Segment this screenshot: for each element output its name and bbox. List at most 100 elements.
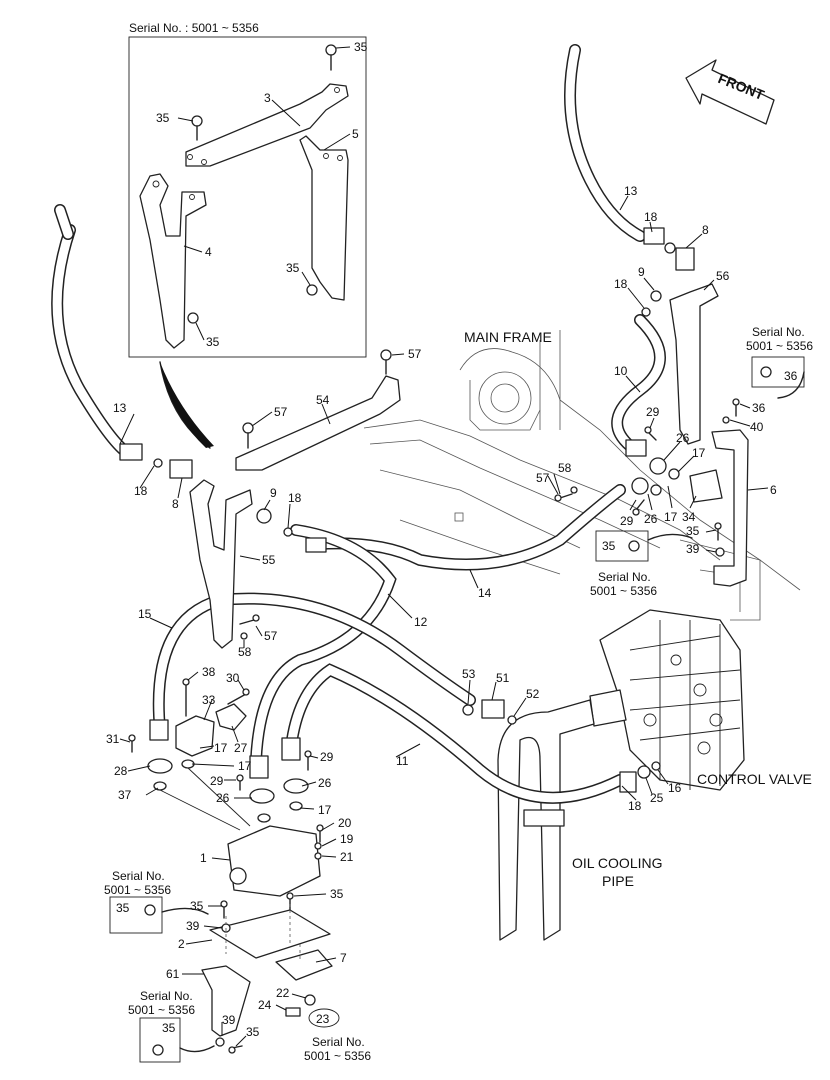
hose-13-left xyxy=(51,224,132,458)
callout-29: 29 xyxy=(620,514,634,528)
hose-11-end xyxy=(281,737,301,761)
oil-cooling-pipe xyxy=(497,699,595,941)
svg-text:35: 35 xyxy=(162,1021,176,1035)
svg-text:5001 ~ 5356: 5001 ~ 5356 xyxy=(304,1049,371,1063)
svg-text:36: 36 xyxy=(784,369,798,383)
callout-25: 25 xyxy=(650,791,664,805)
callout-4: 4 xyxy=(205,245,212,259)
flange-27 xyxy=(215,703,247,731)
callout-38: 38 xyxy=(202,665,216,679)
inset-pointer-arrow-fill xyxy=(160,362,214,448)
callout-18: 18 xyxy=(644,210,658,224)
bolt-35 xyxy=(306,284,318,296)
callout-29: 29 xyxy=(646,405,660,419)
serial-box-23: 23 Serial No. 5001 ~ 5356 xyxy=(304,1008,371,1063)
flange-26 xyxy=(649,457,667,475)
oring-18 xyxy=(664,242,676,254)
flange-28 xyxy=(147,758,173,774)
callout-26: 26 xyxy=(318,776,332,790)
serial-inset: Serial No. : 5001 ~ 5356 35 3 35 5 4 35 xyxy=(128,21,368,358)
front-arrow: FRONT xyxy=(685,59,775,125)
callout-28: 28 xyxy=(114,764,128,778)
adapter-51 xyxy=(481,699,505,719)
callout-56: 56 xyxy=(716,269,730,283)
hose-14-end xyxy=(305,537,327,553)
fitting-9 xyxy=(256,508,272,524)
bolt-35 xyxy=(325,44,337,71)
callout-17: 17 xyxy=(214,741,228,755)
callout-35: 35 xyxy=(686,524,700,538)
callout-35: 35 xyxy=(246,1025,260,1039)
callout-61: 61 xyxy=(166,967,180,981)
washer-40 xyxy=(722,416,730,424)
main-frame-label: MAIN FRAME xyxy=(464,329,552,345)
fitting-13-right-end xyxy=(643,227,665,245)
bolt-24 xyxy=(285,1007,301,1017)
callout-34: 34 xyxy=(682,510,696,524)
valve-block-1 xyxy=(227,825,321,897)
callout-16: 16 xyxy=(668,781,682,795)
adapter-8 xyxy=(675,247,695,271)
callout-17: 17 xyxy=(238,759,252,773)
bolt-icon xyxy=(152,1044,164,1056)
callout-26: 26 xyxy=(216,791,230,805)
svg-text:Serial No.: Serial No. xyxy=(752,325,805,339)
oring-18 xyxy=(283,527,293,537)
washer-39 xyxy=(215,1037,225,1047)
svg-text:Serial No.: Serial No. xyxy=(112,869,165,883)
svg-text:Serial No.: Serial No. xyxy=(598,570,651,584)
adapter-25 xyxy=(637,765,651,779)
callout-54: 54 xyxy=(316,393,330,407)
main-frame-outline xyxy=(363,330,801,621)
fitting-13-end xyxy=(119,443,143,461)
callout-29: 29 xyxy=(320,750,334,764)
callout-35: 35 xyxy=(206,335,220,349)
svg-text:Serial No.: Serial No. xyxy=(140,989,193,1003)
callout-6: 6 xyxy=(770,483,777,497)
bolt-icon xyxy=(144,904,156,916)
callout-8: 8 xyxy=(172,497,179,511)
callout-37: 37 xyxy=(118,788,132,802)
callout-19: 19 xyxy=(340,832,354,846)
callout-13: 13 xyxy=(113,401,127,415)
flange-26 xyxy=(283,778,309,794)
bracket-54 xyxy=(235,375,401,471)
callout-39: 39 xyxy=(686,542,700,556)
callout-53: 53 xyxy=(462,667,476,681)
svg-text:5001 ~ 5356: 5001 ~ 5356 xyxy=(128,1003,195,1017)
callout-17: 17 xyxy=(664,510,678,524)
washer-39 xyxy=(715,547,725,557)
callout-35: 35 xyxy=(156,111,170,125)
leaders xyxy=(119,195,769,1047)
svg-text:Serial No.: Serial No. xyxy=(312,1035,365,1049)
callout-40: 40 xyxy=(750,420,764,434)
block-33 xyxy=(175,715,215,757)
assembly-guides xyxy=(159,767,301,962)
oil-cooling-label-2: PIPE xyxy=(602,873,634,889)
oring-17 xyxy=(650,484,662,496)
bracket-61 xyxy=(201,965,251,1037)
callout-51: 51 xyxy=(496,671,510,685)
callout-58: 58 xyxy=(238,645,252,659)
bracket-3 xyxy=(185,83,349,167)
callout-20: 20 xyxy=(338,816,352,830)
bolt-icon xyxy=(760,366,772,378)
bracket-5 xyxy=(299,135,349,301)
block-34 xyxy=(689,469,723,503)
hose-12-end xyxy=(249,755,269,779)
svg-text:35: 35 xyxy=(116,901,130,915)
callout-35: 35 xyxy=(286,261,300,275)
callout-18: 18 xyxy=(614,277,628,291)
callout-35: 35 xyxy=(354,40,368,54)
callout-7: 7 xyxy=(340,951,347,965)
callout-11: 11 xyxy=(396,754,409,768)
washer-19 xyxy=(314,842,322,850)
callout-36: 36 xyxy=(752,401,766,415)
callout-9: 9 xyxy=(270,486,277,500)
callout-26: 26 xyxy=(644,512,658,526)
bolt-35 xyxy=(191,115,203,141)
callout-52: 52 xyxy=(526,687,540,701)
bracket-6 xyxy=(711,429,749,587)
svg-text:35: 35 xyxy=(602,539,616,553)
hoses xyxy=(51,44,666,804)
